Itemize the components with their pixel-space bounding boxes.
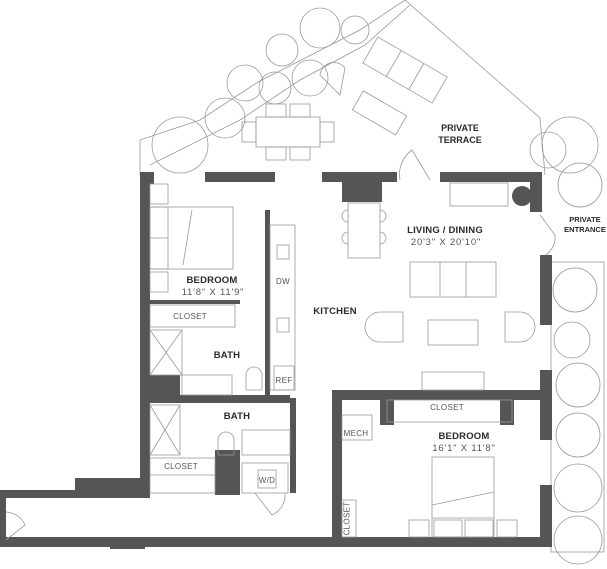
living-dining-label: LIVING / DINING <box>407 225 483 236</box>
closet-vertical-label: CLOSET <box>342 501 352 536</box>
living-dining-dims: 20'3" X 20'10" <box>410 237 482 248</box>
terrace-outline <box>139 0 546 176</box>
bedroom1-label: BEDROOM <box>186 275 238 286</box>
private-terrace-label: PRIVATE TERRACE <box>428 122 492 146</box>
entrance-line2: ENTRANCE <box>564 225 606 234</box>
mech-label: MECH <box>343 429 369 438</box>
kitchen-label: KITCHEN <box>313 306 357 317</box>
ref-label: REF <box>275 376 293 385</box>
entrance-line1: PRIVATE <box>569 215 601 224</box>
bedroom1-dims: 11'8" X 11'9" <box>181 287 245 298</box>
plant-icon <box>512 186 532 206</box>
bedroom2-label: BEDROOM <box>438 431 490 442</box>
terrace-line2: TERRACE <box>438 135 482 145</box>
terrace-sofa <box>362 36 448 104</box>
private-entrance-label: PRIVATE ENTRANCE <box>560 215 607 235</box>
terrace-dining-table <box>255 116 321 148</box>
wd-label: W/D <box>258 476 276 485</box>
terrace-line1: PRIVATE <box>441 123 479 133</box>
terrace-coffee-table <box>351 90 408 136</box>
closet-hall-label: CLOSET <box>164 462 198 471</box>
bedroom2-dims: 16'1" X 11'8" <box>432 443 496 454</box>
bath2-label: BATH <box>223 411 251 422</box>
closet-bedroom1-label: CLOSET <box>173 312 207 321</box>
closet-bedroom2-label: CLOSET <box>430 403 464 412</box>
dw-label: DW <box>276 277 290 286</box>
bath1-label: BATH <box>213 350 241 361</box>
